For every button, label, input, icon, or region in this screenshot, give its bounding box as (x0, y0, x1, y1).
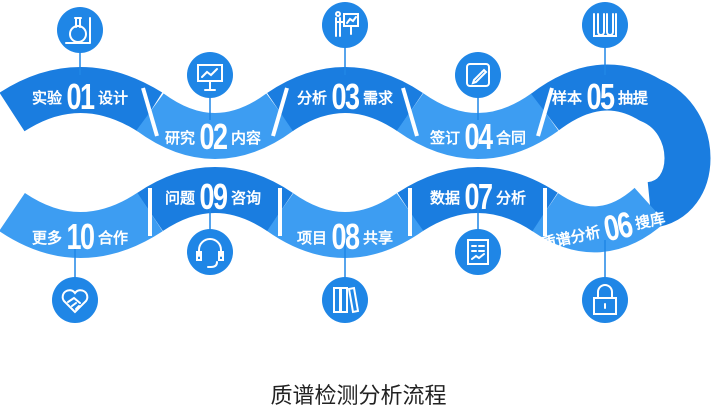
step-right-label: 合同 (496, 128, 527, 147)
step-right-label: 咨询 (231, 188, 262, 207)
ribbon-segment-03 (267, 67, 423, 132)
report-icon (467, 239, 489, 265)
icon-circle-08 (322, 277, 368, 323)
step-number: 05 (586, 76, 615, 117)
step-left-label: 质谱分析 (539, 222, 603, 253)
ribbon-segment-01 (0, 67, 163, 132)
diagram-title: 质谱检测分析流程 (270, 384, 447, 409)
step-left-label: 数据 (429, 188, 460, 207)
step-number: 09 (199, 176, 228, 217)
step-right-label: 合作 (98, 228, 129, 247)
step-left-label: 分析 (296, 88, 327, 107)
step-left-label: 样本 (551, 88, 582, 107)
test-tubes-icon (593, 13, 617, 37)
step-number: 08 (331, 216, 360, 257)
step-number: 04 (464, 116, 493, 157)
ribbon-segment-08 (266, 192, 424, 258)
step-number: 02 (199, 116, 228, 157)
presentation-chart-icon (197, 64, 223, 91)
step-number: 06 (600, 203, 636, 250)
icon-circle-06 (582, 277, 628, 323)
ribbon-segment-09 (137, 167, 293, 232)
step-number: 01 (66, 76, 95, 117)
step-left-label: 研究 (164, 128, 195, 147)
lock-icon (593, 284, 617, 315)
step-right-label: 搜库 (633, 208, 667, 233)
step-left-label: 实验 (31, 88, 62, 107)
step-right-label: 内容 (231, 128, 262, 147)
step-left-label: 签订 (429, 128, 460, 147)
binders-icon (333, 286, 360, 314)
step-right-label: 抽提 (618, 88, 649, 107)
step-left-label: 问题 (164, 188, 195, 207)
ribbon-segment-02 (136, 93, 294, 159)
step-left-label: 项目 (296, 228, 327, 247)
step-right-label: 需求 (363, 88, 394, 107)
presenter-board-icon (335, 11, 359, 37)
ribbon-segment-06 (531, 187, 666, 253)
icon-circle-07 (455, 229, 501, 275)
flask-icon (65, 17, 91, 44)
headset-icon (196, 238, 224, 268)
ribbon-segment-05 (531, 64, 711, 228)
step-number: 03 (331, 76, 360, 117)
icon-circle-01 (57, 7, 103, 53)
step-left-label: 更多 (31, 228, 62, 247)
ribbon-segment-07 (397, 167, 558, 232)
edit-icon (466, 63, 490, 87)
ribbon-segment-04 (396, 92, 559, 159)
step-right-label: 设计 (98, 88, 129, 107)
handshake-heart-icon (61, 289, 89, 314)
step-right-label: 共享 (363, 228, 394, 247)
icon-circle-09 (187, 229, 233, 275)
step-right-label: 分析 (496, 188, 527, 207)
ribbon-segment-10 (0, 192, 163, 258)
step-number: 07 (464, 176, 493, 217)
step-number: 10 (66, 216, 95, 257)
